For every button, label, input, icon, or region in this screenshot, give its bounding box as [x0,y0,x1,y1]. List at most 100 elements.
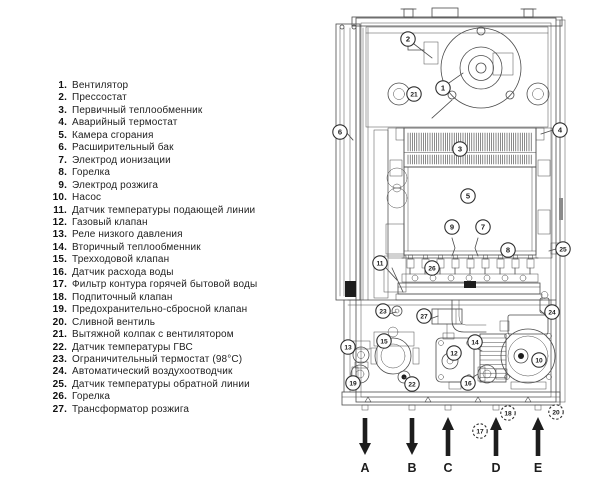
svg-text:23: 23 [379,309,387,316]
legend-item-number: 24. [52,366,67,378]
flow-arrow-E: E [532,417,544,475]
legend-item-number: 16. [52,266,67,278]
svg-text:3: 3 [458,145,462,154]
legend-item-label: Первичный теплообменник [72,104,203,116]
callout-21: 21 [406,86,422,102]
legend-item-number: 2. [58,92,67,104]
svg-text:20: 20 [552,410,560,417]
legend-item-label: Реле низкого давления [72,229,183,241]
callout-20: 20 [548,404,564,420]
boiler-diagram: 1234567891011121314151617181920212223242… [332,7,571,475]
legend-item: 9.Электрод розжига [48,180,340,192]
svg-text:8: 8 [506,246,510,255]
primary-heat-exchanger [395,127,545,168]
callout-22: 22 [404,376,420,392]
legend-item-number: 26. [52,391,67,403]
svg-text:5: 5 [466,192,471,201]
legend-item-label: Датчик температуры обратной линии [72,378,250,390]
flow-arrow-A: A [359,418,371,475]
svg-text:4: 4 [558,126,563,135]
legend-item-number: 21. [52,329,67,341]
callout-1: 1 [435,80,451,96]
legend-item: 24. Автоматический воздухоотводчик [48,366,340,378]
callout-7: 7 [475,219,491,235]
legend-item-label: Вытяжной колпак с вентилятором [72,329,234,341]
svg-text:1: 1 [441,84,446,93]
legend-item-number: 10. [52,192,67,204]
legend-item-label: Предохранительно-сбросной клапан [72,304,248,316]
callout-27: 27 [416,308,432,324]
legend-item: 11.Датчик температуры подающей линии [48,205,340,217]
callout-4: 4 [552,122,568,138]
legend-item: 8.Горелка [48,167,340,179]
legend-item-label: Горелка [72,391,111,403]
legend-item: 4.Аварийный термостат [48,117,340,129]
legend-item-number: 6. [58,142,67,154]
svg-text:6: 6 [338,128,342,137]
legend-item-label: Насос [72,192,102,204]
svg-text:24: 24 [548,310,556,317]
svg-text:16: 16 [464,381,472,388]
legend-item-number: 11. [53,204,67,216]
legend-item-number: 5. [58,129,67,141]
flow-arrow-label: D [491,461,500,475]
legend-item: 12. Газовый клапан [48,217,340,229]
svg-text:18: 18 [504,411,512,418]
flow-arrow-C: C [442,417,454,475]
legend-item-label: Камера сгорания [72,129,154,141]
gas-pipe-elbow [451,299,487,333]
legend-item-label: Автоматический воздухоотводчик [72,366,233,378]
legend-item-number: 25. [52,378,67,390]
svg-text:13: 13 [344,345,352,352]
legend-item: 10. Насос [48,192,340,204]
callout-15: 15 [376,333,392,349]
svg-text:25: 25 [559,247,567,254]
legend-item-label: Электрод ионизации [72,154,171,166]
callout-12: 12 [446,345,462,361]
legend-item-number: 15. [52,254,67,266]
callout-14: 14 [467,334,483,350]
legend-item: 22.Датчик температуры ГВС [48,342,340,354]
three-way-valve [370,326,420,375]
flow-arrow-B: B [406,418,418,475]
legend-item-number: 17. [52,279,67,291]
legend-item-number: 14. [52,241,67,253]
callout-5: 5 [460,188,476,204]
callout-6: 6 [332,124,348,140]
legend-item-label: Трехходовой клапан [72,254,170,266]
legend-item-number: 27. [52,403,67,415]
callout-13: 13 [340,339,356,355]
legend-item-number: 23. [52,353,67,365]
casing [351,7,566,403]
callout-16: 16 [460,375,476,391]
pump [499,314,556,390]
callout-17: 17 [472,423,488,439]
svg-text:19: 19 [349,381,357,388]
legend-item-label: Аварийный термостат [72,117,178,129]
legend-item: 20.Сливной вентиль [48,317,340,329]
legend-item-label: Фильтр контура горячей бытовой воды [72,279,258,291]
callout-19: 19 [345,375,361,391]
legend-item-label: Подпиточный клапан [72,291,173,303]
legend-item: 3.Первичный теплообменник [48,105,340,117]
legend-item-number: 12. [52,216,67,228]
callout-9: 9 [444,219,460,235]
legend-item-label: Вторичный теплообменник [72,241,201,253]
svg-text:15: 15 [380,339,388,346]
legend-item-number: 13. [52,229,67,241]
fan-assembly [365,26,550,128]
legend-item: 23.Ограничительный термостат (98°С) [48,354,340,366]
legend-item: 6.Расширительный бак [48,142,340,154]
legend-item: 2.Прессостат [48,92,340,104]
limit-thermostat [391,305,403,317]
svg-text:10: 10 [535,358,543,365]
callout-26: 26 [424,260,440,276]
svg-text:14: 14 [471,340,479,347]
callout-11: 11 [372,255,388,271]
legend-item: 5. Камера сгорания [48,130,340,142]
legend-item-label: Трансформатор розжига [72,403,190,415]
legend-item-label: Газовый клапан [72,216,148,228]
callout-18: 18 [500,405,516,421]
